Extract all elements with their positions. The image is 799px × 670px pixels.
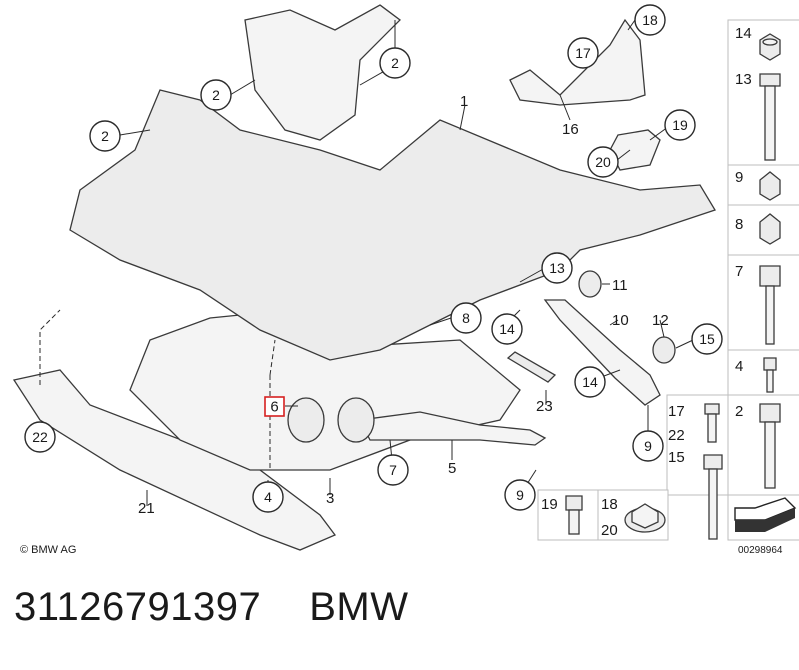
callout-14b: 14: [574, 366, 606, 398]
rod-23: [506, 351, 557, 383]
callout-text: 18: [642, 12, 658, 28]
bottom-label-19: 19: [541, 496, 558, 513]
wishbone-17: [509, 18, 646, 106]
sidebar-label-17: 17: [668, 403, 685, 420]
label-23: 23: [536, 398, 553, 415]
label-5: 5: [448, 460, 456, 477]
callout-13: 13: [541, 252, 573, 284]
sidebar-label-7: 7: [735, 263, 743, 280]
callout-text: 7: [389, 462, 397, 478]
callout-text: 17: [575, 45, 591, 61]
sidebar-label-2: 2: [735, 403, 743, 420]
callout-text: 2: [212, 87, 220, 103]
bolt-4-icon: [763, 357, 777, 393]
sidebar-label-9: 9: [735, 169, 743, 186]
nut-14-icon: [759, 33, 781, 61]
callout-18: 18: [634, 4, 666, 36]
wishbone-10: [543, 299, 661, 406]
bushing-15: [652, 336, 676, 364]
diagram-id: 00298964: [738, 545, 783, 556]
label-6: 6: [270, 399, 278, 416]
bolt-17-22-icon: [704, 403, 720, 443]
direction-arrow-icon: [734, 497, 797, 532]
callout-17: 17: [567, 37, 599, 69]
callout-text: 8: [462, 310, 470, 326]
highlight-box-6: 6: [264, 396, 285, 417]
callout-15: 15: [691, 323, 723, 355]
part-caption: 31126791397 BMW: [14, 585, 457, 630]
callout-22: 22: [24, 421, 56, 453]
callout-8: 8: [450, 302, 482, 334]
callout-text: 2: [391, 55, 399, 71]
bushing-11: [578, 270, 602, 298]
bracket-2-top: [244, 4, 401, 141]
callout-text: 20: [595, 154, 611, 170]
callout-14a: 14: [491, 313, 523, 345]
label-16: 16: [562, 121, 579, 138]
label-10: 10: [612, 312, 629, 329]
label-12: 12: [652, 312, 669, 329]
callout-text: 14: [582, 374, 598, 390]
copyright-text: © BMW AG: [20, 544, 76, 556]
part-number: 31126791397: [14, 585, 262, 629]
label-11: 11: [612, 277, 628, 294]
callout-text: 22: [32, 429, 48, 445]
callout-7: 7: [377, 454, 409, 486]
sidebar-label-22: 22: [668, 427, 685, 444]
callout-4: 4: [252, 481, 284, 513]
nut-18-20-icon: [624, 503, 666, 533]
sidebar-label-13: 13: [735, 71, 752, 88]
callout-text: 9: [644, 438, 652, 454]
parts-diagram: 2 2 2 17 18 19 20 13 8 14 15 14 9 9 7 4 …: [12, 4, 799, 556]
front-axle-carrier-1: [69, 89, 716, 361]
nut-8-icon: [759, 213, 781, 245]
callout-20: 20: [587, 146, 619, 178]
bolt-15-icon: [703, 454, 723, 540]
nut-9-icon: [759, 171, 781, 201]
callout-text: 15: [699, 331, 715, 347]
sidebar-label-4: 4: [735, 358, 743, 375]
bolt-13-icon: [759, 73, 781, 161]
label-3: 3: [326, 490, 334, 507]
bolt-2-icon: [759, 403, 781, 489]
brand-name: BMW: [309, 585, 409, 629]
label-21: 21: [138, 500, 155, 517]
callout-text: 2: [101, 128, 109, 144]
callout-2c: 2: [89, 120, 121, 152]
callout-19: 19: [664, 109, 696, 141]
callout-text: 13: [549, 260, 565, 276]
sidebar-label-8: 8: [735, 216, 743, 233]
rubber-mount-6: [287, 397, 375, 443]
bottom-label-20: 20: [601, 522, 618, 539]
callout-text: 14: [499, 321, 515, 337]
callout-text: 19: [672, 117, 688, 133]
callout-9a: 9: [632, 430, 664, 462]
sidebar-label-14: 14: [735, 25, 752, 42]
callout-text: 4: [264, 489, 272, 505]
bottom-label-18: 18: [601, 496, 618, 513]
sidebar-label-15: 15: [668, 449, 685, 466]
dashed-leaders: [39, 309, 276, 470]
bolt-7-icon: [759, 265, 781, 345]
bolt-19-icon: [565, 495, 583, 535]
callout-2a: 2: [379, 47, 411, 79]
control-arm-5: [359, 411, 547, 446]
label-1: 1: [460, 93, 468, 110]
callout-2b: 2: [200, 79, 232, 111]
callout-text: 9: [516, 487, 524, 503]
callout-9b: 9: [504, 479, 536, 511]
